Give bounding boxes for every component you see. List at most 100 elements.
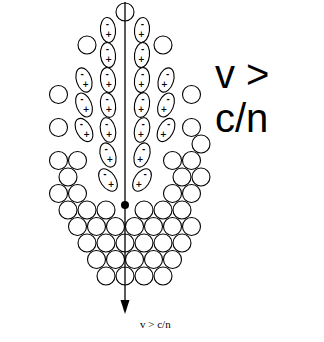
charge-sign: -	[142, 146, 145, 154]
molecule-circle	[126, 218, 144, 236]
molecule-circle	[78, 234, 96, 252]
charge-sign: -	[80, 121, 83, 129]
charge-sign: -	[81, 71, 84, 79]
charge-sign: -	[103, 171, 106, 179]
molecule-circle	[69, 185, 87, 203]
molecule-circle	[183, 86, 201, 104]
particle-dot	[121, 201, 129, 209]
molecule-circle	[154, 201, 172, 219]
molecule-circle	[78, 36, 96, 54]
polarized-molecule	[98, 116, 118, 144]
charge-sign: +	[105, 31, 112, 39]
molecule-circle	[192, 168, 210, 186]
charge-sign: +	[136, 181, 143, 189]
charge-sign: -	[166, 96, 169, 104]
polarized-molecule	[154, 91, 177, 120]
molecule-circle	[135, 201, 153, 219]
charge-sign: -	[105, 146, 108, 154]
molecule-group	[50, 3, 211, 285]
charge-sign: -	[80, 96, 83, 104]
polarized-molecule	[73, 66, 95, 94]
molecule-circle	[126, 251, 144, 269]
charge-sign: -	[166, 71, 169, 79]
molecule-circle	[192, 135, 210, 153]
molecule-circle	[50, 185, 68, 203]
molecule-circle	[173, 234, 191, 252]
charge-sign: +	[106, 131, 113, 139]
charge-sign: +	[138, 81, 145, 89]
polarized-molecule	[97, 141, 119, 169]
charge-sign: +	[106, 156, 113, 164]
polarized-molecule	[133, 91, 152, 118]
polarized-molecule	[133, 67, 151, 94]
polarized-molecule	[99, 91, 118, 118]
molecule-circle	[183, 152, 201, 170]
polarized-molecule	[155, 66, 177, 94]
polarized-molecule	[131, 141, 153, 169]
molecule-circle	[97, 267, 115, 285]
polarized-molecule	[99, 67, 117, 94]
charge-sign: +	[137, 156, 144, 164]
polarized-molecule	[95, 165, 121, 194]
molecule-circle	[50, 119, 68, 137]
charge-sign: -	[141, 21, 144, 29]
molecule-circle	[173, 201, 191, 219]
charge-sign: -	[106, 71, 109, 79]
molecule-circle	[145, 218, 163, 236]
molecule-circle	[145, 251, 163, 269]
molecule-circle	[164, 251, 182, 269]
charge-sign: +	[82, 81, 89, 89]
molecule-circle	[78, 201, 96, 219]
charge-sign: +	[138, 106, 145, 114]
molecule-circle	[154, 36, 172, 54]
polarized-molecule	[132, 116, 152, 144]
molecule-circle	[97, 234, 115, 252]
molecule-circle	[183, 218, 201, 236]
charge-sign: +	[106, 106, 113, 114]
molecule-circle	[97, 201, 115, 219]
charge-sign: +	[105, 81, 112, 89]
polarized-molecule	[129, 165, 155, 194]
molecule-circle	[59, 201, 77, 219]
charge-sign: -	[167, 121, 170, 129]
charge-sign: -	[141, 96, 144, 104]
charge-sign: +	[83, 106, 90, 114]
molecule-circle	[135, 267, 153, 285]
charge-sign: +	[161, 81, 168, 89]
charge-sign: +	[138, 31, 145, 39]
charge-sign: -	[106, 21, 109, 29]
charge-sign: -	[106, 46, 109, 54]
molecule-circle	[164, 185, 182, 203]
molecule-circle	[154, 234, 172, 252]
molecule-circle	[173, 168, 191, 186]
charge-sign: -	[142, 121, 145, 129]
charge-sign: +	[83, 131, 90, 139]
molecule-circle	[59, 168, 77, 186]
polarized-molecule	[71, 115, 96, 144]
molecule-circle	[183, 185, 201, 203]
arrow-head	[121, 300, 130, 314]
polarized-molecule	[133, 42, 151, 69]
charge-sign: +	[105, 56, 112, 64]
charge-sign: +	[137, 131, 144, 139]
charge-sign: -	[143, 171, 146, 179]
molecule-circle	[50, 86, 68, 104]
molecule-circle	[154, 267, 172, 285]
molecule-circle	[107, 251, 125, 269]
molecule-circle	[69, 218, 87, 236]
velocity-caption: v > c/n	[140, 319, 171, 330]
charge-sign: -	[105, 121, 108, 129]
charge-sign: -	[105, 96, 108, 104]
polarized-molecule	[133, 17, 150, 43]
molecule-circle	[183, 119, 201, 137]
polarized-molecule	[99, 42, 117, 69]
molecule-circle	[107, 218, 125, 236]
molecule-circle	[164, 218, 182, 236]
molecule-circle	[135, 234, 153, 252]
molecule-circle	[50, 152, 68, 170]
charge-sign: +	[108, 181, 115, 189]
charge-sign: +	[138, 56, 145, 64]
velocity-condition: v > c/n	[215, 52, 305, 140]
